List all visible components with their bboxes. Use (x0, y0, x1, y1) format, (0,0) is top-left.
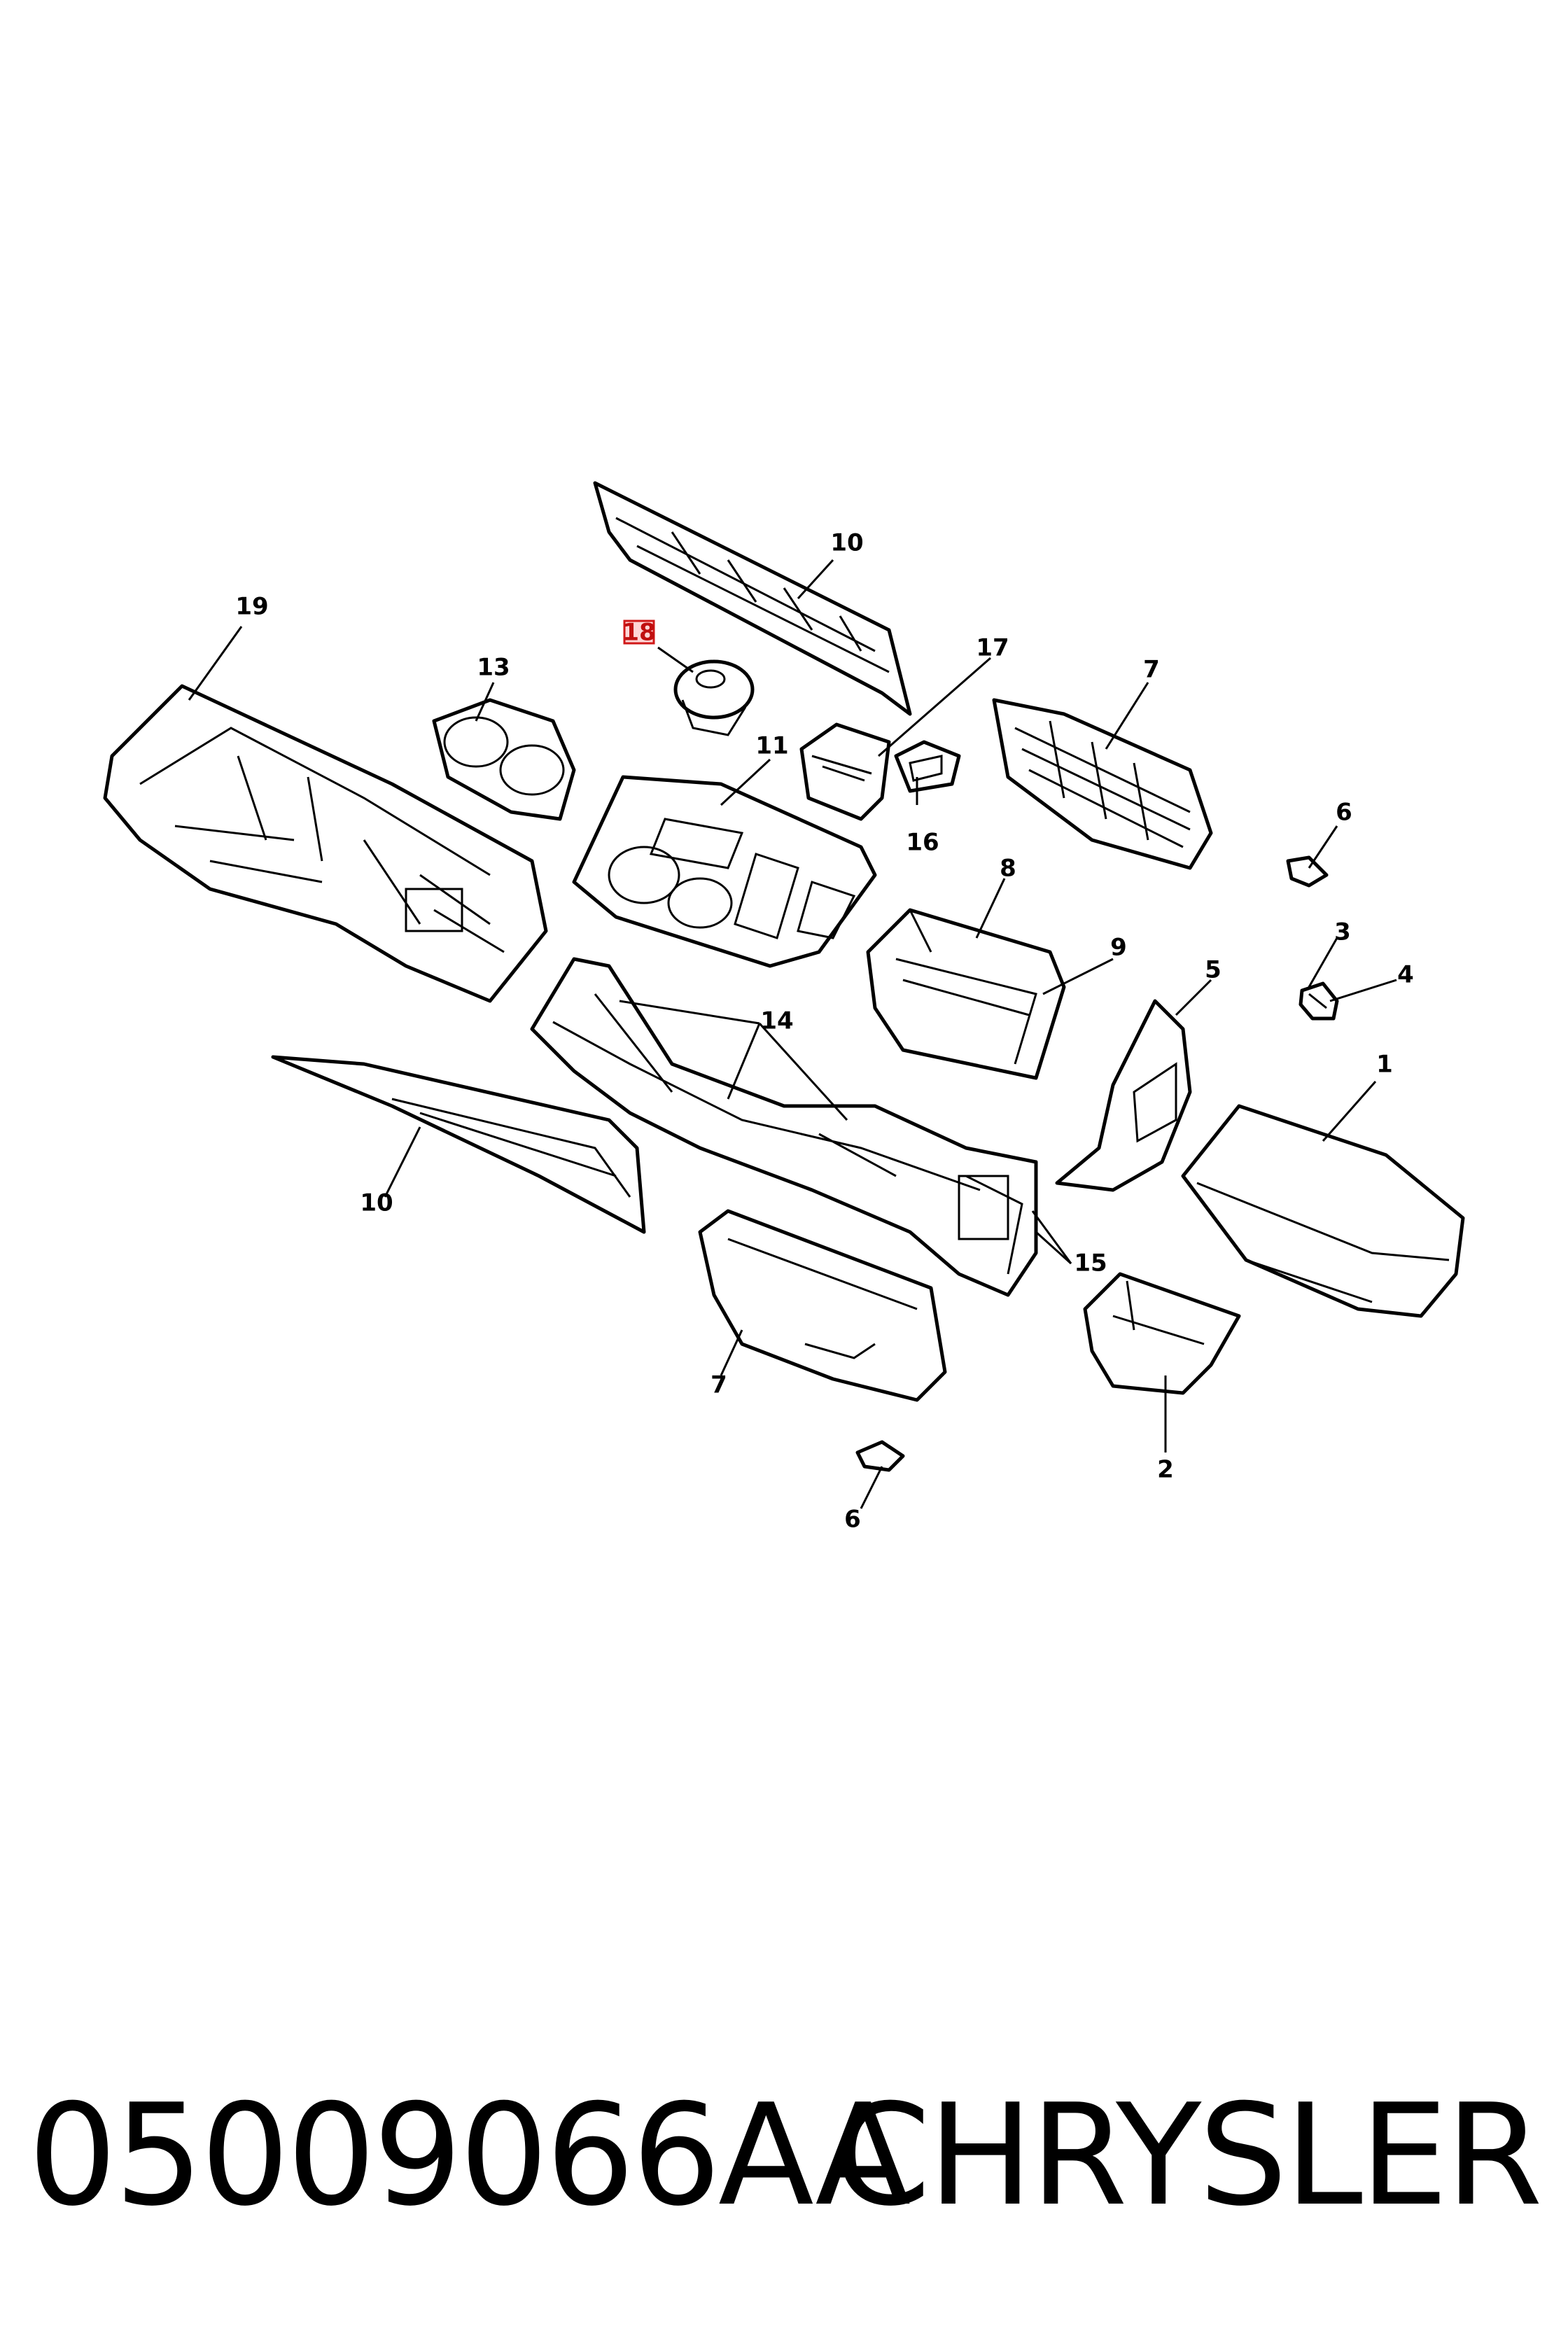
part-1-armrest-lid (1181, 1104, 1465, 1318)
callout-7-lower: 7 (710, 1371, 727, 1399)
part-6-clip-upper (1286, 855, 1329, 888)
callout-6-lower: 6 (844, 1506, 861, 1534)
part-18-shift-knob (673, 659, 755, 736)
callout-8: 8 (1000, 855, 1016, 883)
callout-13: 13 (477, 654, 510, 682)
callout-6-upper: 6 (1336, 799, 1352, 827)
part-8-storage-housing (866, 908, 1066, 1080)
part-2-armrest-bracket (1083, 1272, 1241, 1395)
part-10-lower-bezel (271, 1055, 646, 1234)
callout-18: 18 (622, 619, 655, 647)
part-13-cup-holder-insert (432, 698, 576, 821)
callout-15: 15 (1074, 1250, 1107, 1278)
callout-17: 17 (976, 634, 1009, 662)
part-number: 05009066AA (28, 2074, 911, 2237)
leader-lines (188, 559, 1397, 1509)
part-5-rear-vent-bezel (1055, 999, 1192, 1192)
part-6-clip-lower (855, 1440, 905, 1472)
callout-2: 2 (1157, 1456, 1174, 1484)
callout-9: 9 (1110, 934, 1127, 962)
part-14-console-body (530, 957, 1038, 1297)
callout-19: 19 (235, 593, 268, 621)
callout-3: 3 (1334, 918, 1351, 946)
callout-1: 1 (1376, 1051, 1393, 1079)
callout-labels: 10 19 13 18 17 11 7 16 6 8 9 3 4 5 14 1 … (235, 529, 1414, 1534)
part-3-4-bracket (1298, 981, 1339, 1021)
part-16-small-bezel (894, 740, 961, 793)
callout-4: 4 (1397, 961, 1414, 989)
part-19-console-base-frame (103, 684, 548, 1003)
callout-10-upper: 10 (830, 529, 863, 557)
part-7-lower-side-panel (698, 1209, 947, 1402)
part-10-upper-bezel (593, 481, 912, 716)
callout-16: 16 (906, 829, 939, 857)
callout-18-highlight: 18 (622, 619, 655, 647)
part-11-shifter-bezel (572, 775, 877, 968)
callout-5: 5 (1205, 956, 1222, 984)
part-7-upper-grille-panel (992, 698, 1213, 870)
callout-10-lower: 10 (360, 1189, 393, 1217)
callout-14: 14 (760, 1007, 793, 1035)
callout-11: 11 (755, 732, 788, 760)
callout-7-upper: 7 (1143, 656, 1160, 684)
footer-caption: 05009066AA CHRYSLER (0, 2072, 1568, 2247)
brand-name: CHRYSLER (832, 2074, 1543, 2237)
part-17-storage-bin (799, 722, 891, 821)
